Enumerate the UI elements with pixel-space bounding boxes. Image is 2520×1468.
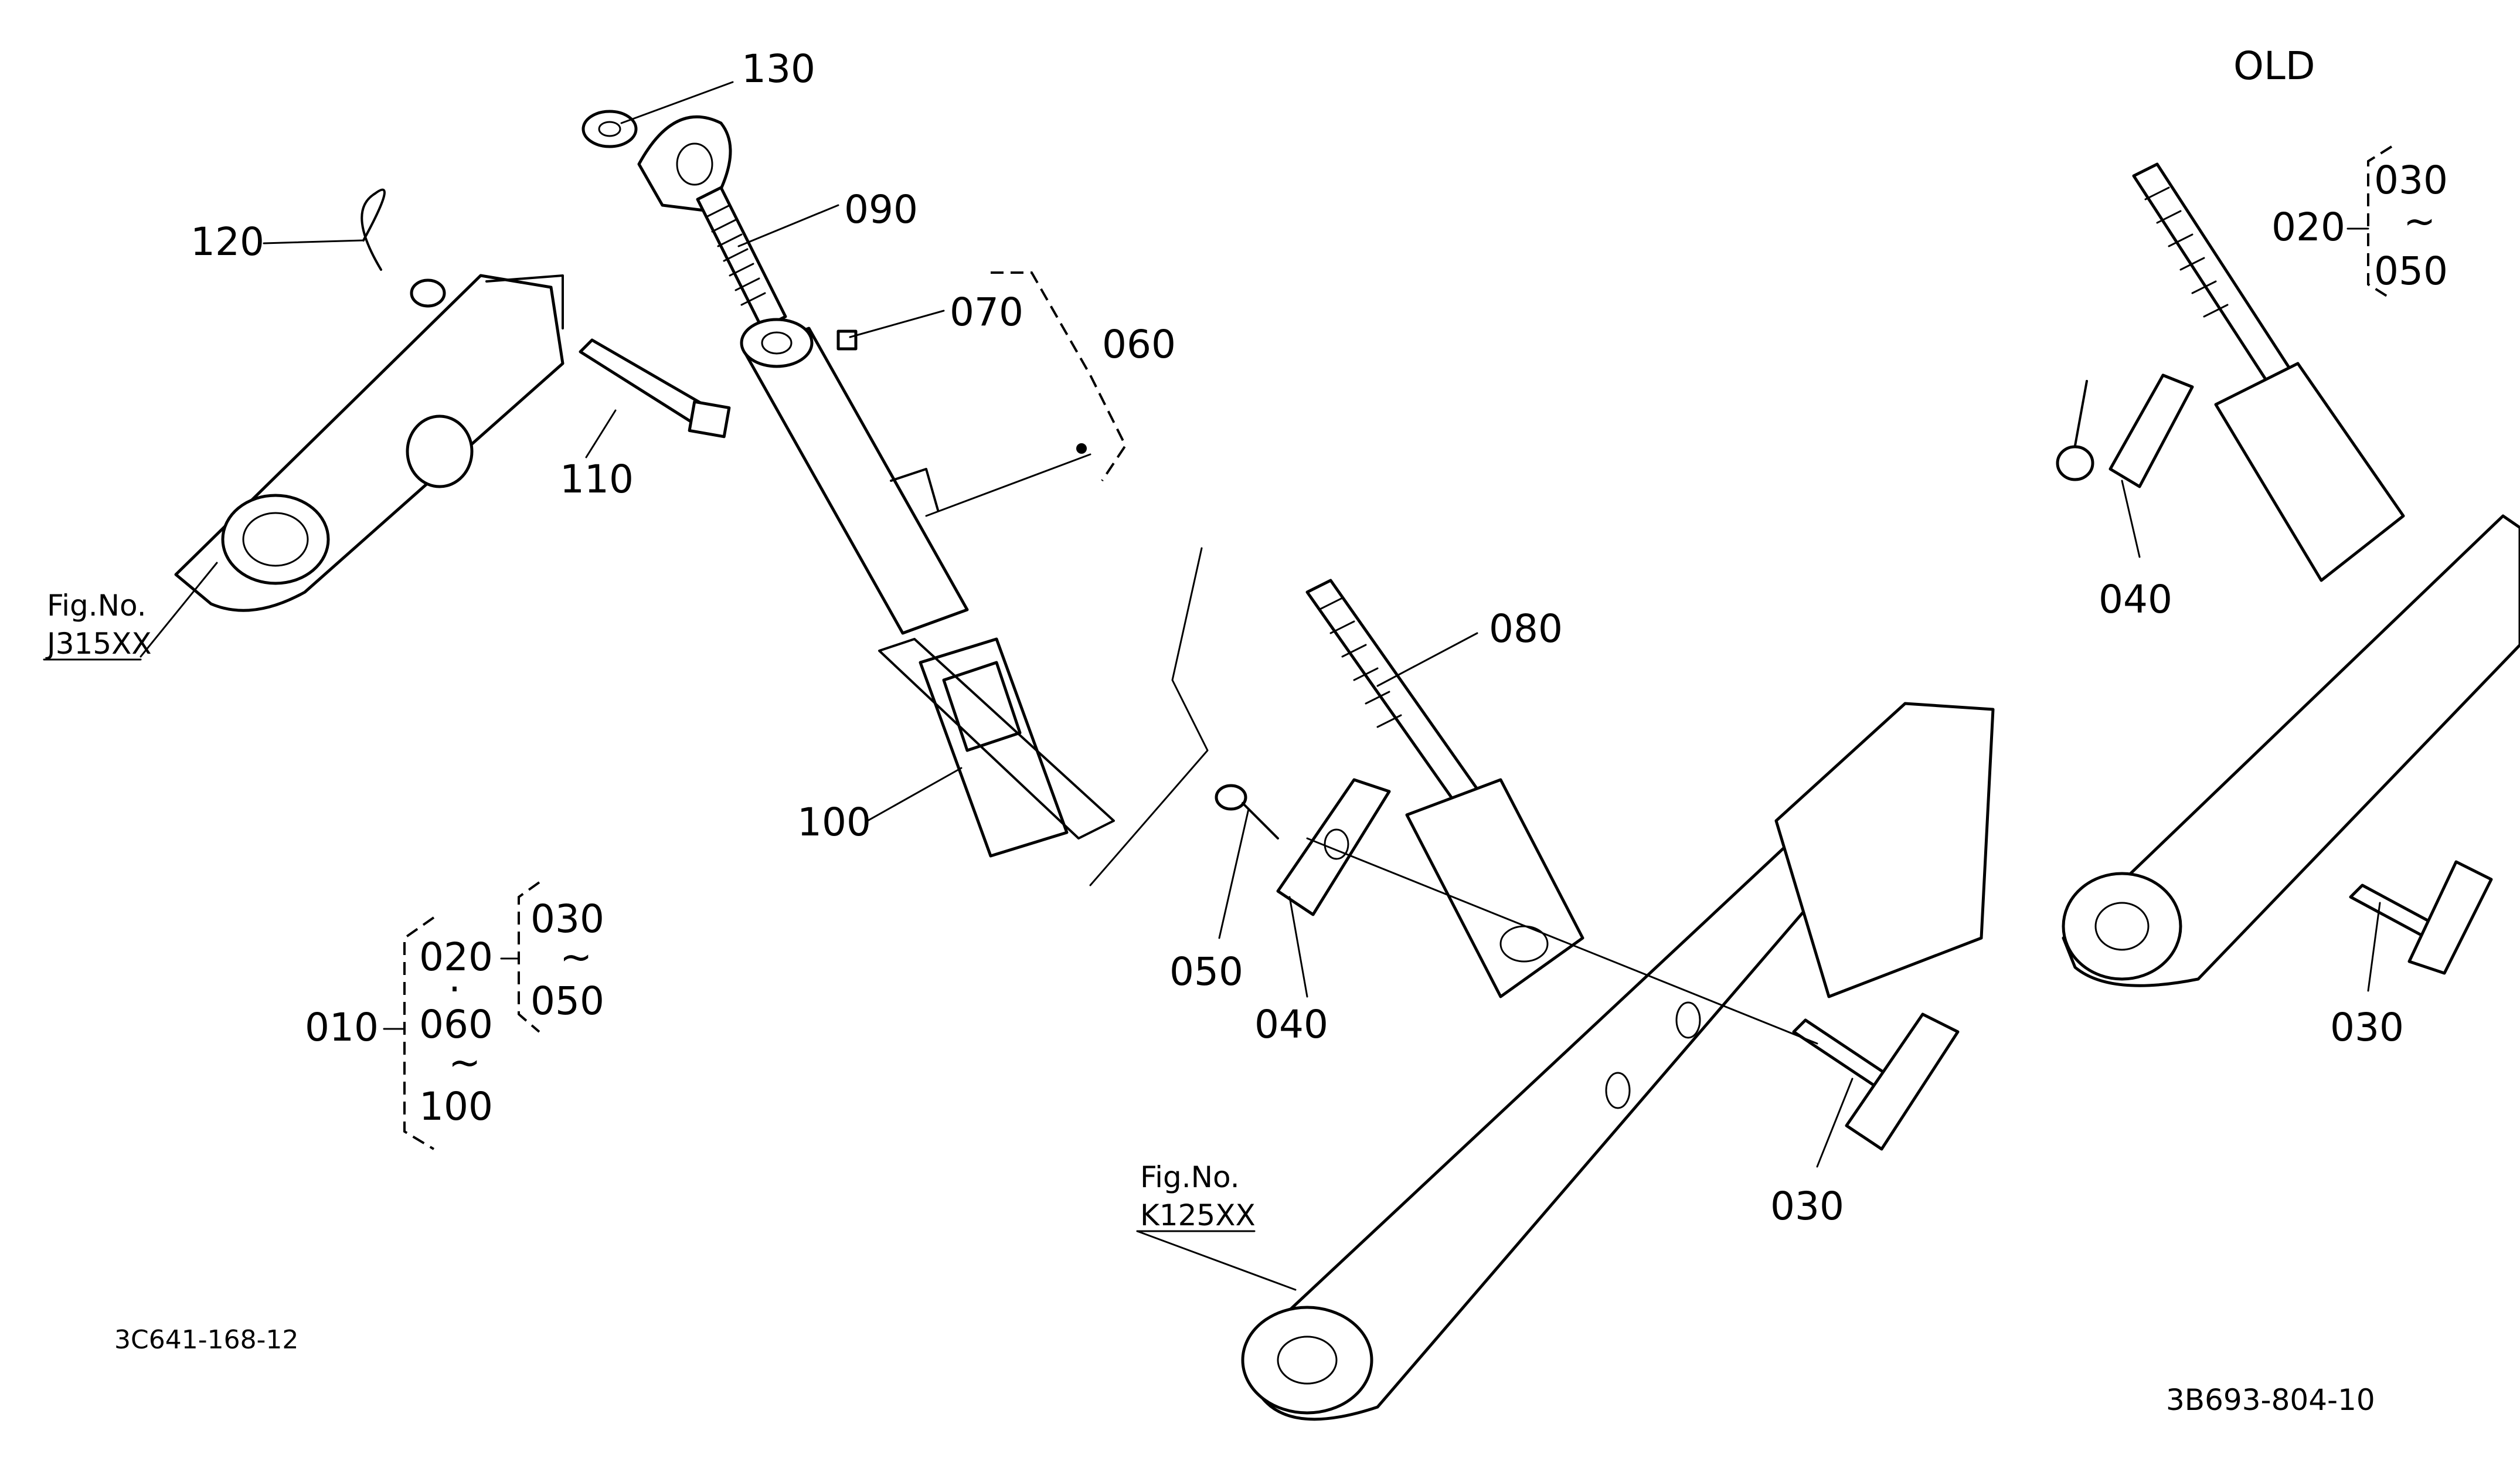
fitting-070 <box>836 329 858 351</box>
legend-020-root: 020 <box>2271 205 2345 250</box>
old-title: OLD <box>2233 43 2315 89</box>
legend-020-tilde: ~ <box>2403 199 2436 244</box>
old-assembly <box>2056 162 2520 987</box>
ball-end <box>581 110 732 213</box>
legend-010-tilde: ~ <box>448 1040 481 1085</box>
legend-020-bottom: 050 <box>2374 249 2448 294</box>
legend-020-old: 020 030 ~ 050 <box>2271 145 2448 300</box>
legend-010: 010 020 · 060 ~ 100 030 ~ 050 <box>305 881 604 1150</box>
callout-050: 050 <box>1169 949 1243 994</box>
legend-010-b: 060 <box>419 1002 493 1047</box>
legend-020-top: 030 <box>2374 158 2448 203</box>
group-dot <box>1076 443 1087 454</box>
legend-010-sub-tilde: ~ <box>560 935 592 980</box>
fig-ref-k125: Fig.No. K125XX <box>1136 1160 1256 1232</box>
bolt-080 <box>1305 579 1584 998</box>
callout-060: 060 <box>1102 322 1176 367</box>
callout-040-middle: 040 <box>1254 1002 1328 1047</box>
tube-060 <box>740 318 969 635</box>
fig-ref-j315-line1: Fig.No. <box>47 589 147 623</box>
figure-code-left: 3C641-168-12 <box>114 1325 298 1355</box>
legend-010-dot: · <box>448 967 461 1012</box>
callout-labels: 130 120 090 070 060 110 100 080 050 040 … <box>191 46 2404 1229</box>
plate-040 <box>1276 778 1391 916</box>
lower-arm <box>1241 702 1995 1421</box>
fig-ref-k125-line1: Fig.No. <box>1140 1160 1240 1194</box>
fig-ref-j315-line2: J315XX <box>45 627 152 661</box>
callout-120: 120 <box>191 219 264 264</box>
lever-arm <box>174 274 564 612</box>
callout-110: 110 <box>560 457 634 502</box>
callout-070: 070 <box>950 290 1023 335</box>
callout-040-old: 040 <box>2099 577 2172 622</box>
pin-030-middle <box>1792 1012 1960 1151</box>
bracket-100 <box>878 637 1115 858</box>
fig-ref-k125-line2: K125XX <box>1140 1198 1256 1232</box>
legend-010-c: 100 <box>419 1084 493 1129</box>
callout-130: 130 <box>742 46 815 91</box>
figure-code-right: 3B693-804-10 <box>2166 1383 2375 1417</box>
callout-030-old: 030 <box>2330 1005 2404 1050</box>
legend-010-sub-top: 030 <box>530 896 604 942</box>
callout-080: 080 <box>1489 606 1563 651</box>
callout-030-middle: 030 <box>1770 1184 1844 1229</box>
group-bracket-060 <box>991 271 1127 482</box>
fig-ref-j315: Fig.No. J315XX <box>43 589 152 661</box>
threaded-rod-090 <box>696 186 787 330</box>
pin-110 <box>579 338 731 439</box>
legend-010-a: 020 <box>419 935 493 980</box>
leader-lines <box>140 81 2381 1291</box>
clip-120 <box>361 188 386 271</box>
callout-090: 090 <box>844 187 918 232</box>
legend-010-root: 010 <box>305 1005 379 1050</box>
legend-010-sub-bottom: 050 <box>530 978 604 1024</box>
callout-100: 100 <box>797 800 871 845</box>
